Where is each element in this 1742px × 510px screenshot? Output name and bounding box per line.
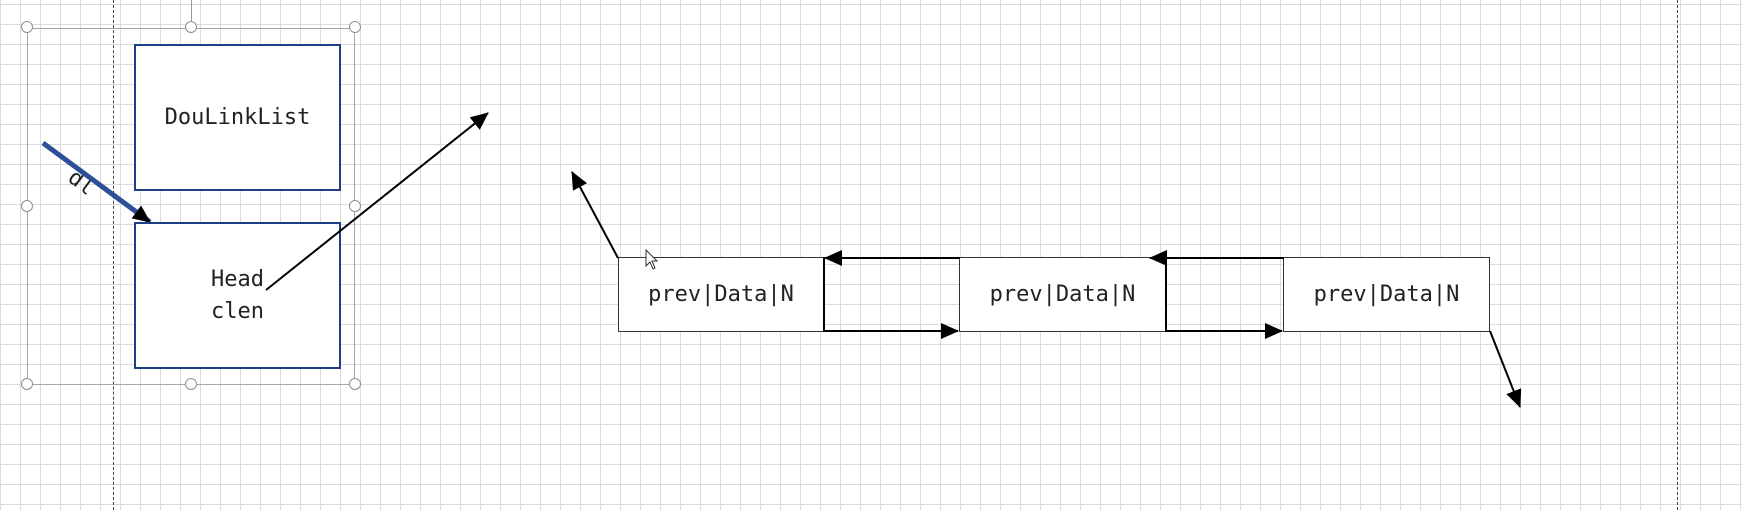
head-box[interactable]: Head clen xyxy=(134,222,341,369)
list-node-3[interactable]: prev|Data|N xyxy=(1283,257,1490,332)
page-guide-left xyxy=(113,0,114,510)
next-null-arrow[interactable] xyxy=(1489,330,1522,408)
resize-handle[interactable] xyxy=(21,200,33,212)
list-node-2[interactable]: prev|Data|N xyxy=(959,257,1166,332)
prev-link-arrow[interactable] xyxy=(1149,250,1284,266)
resize-handle[interactable] xyxy=(349,21,361,33)
head-label: Head xyxy=(211,266,264,292)
list-node-label: prev|Data|N xyxy=(1313,282,1460,307)
resize-handle[interactable] xyxy=(185,378,197,390)
clen-label: clen xyxy=(211,298,264,324)
prev-link-arrow[interactable] xyxy=(824,250,960,266)
resize-handle[interactable] xyxy=(185,21,197,33)
page-guide-right xyxy=(1677,0,1678,510)
next-link-arrow[interactable] xyxy=(823,257,959,339)
resize-handle[interactable] xyxy=(21,378,33,390)
resize-handle[interactable] xyxy=(349,200,361,212)
next-link-arrow[interactable] xyxy=(1165,257,1283,339)
doulinklist-box[interactable]: DouLinkList xyxy=(134,44,341,191)
resize-handle[interactable] xyxy=(21,21,33,33)
list-node-label: prev|Data|N xyxy=(648,282,794,307)
resize-handle[interactable] xyxy=(349,378,361,390)
list-node-label: prev|Data|N xyxy=(989,282,1136,307)
prev-null-arrow[interactable] xyxy=(571,171,619,259)
mouse-pointer-icon xyxy=(645,249,659,270)
doulinklist-title: DouLinkList xyxy=(164,105,311,130)
rotate-handle-stem[interactable] xyxy=(191,0,192,22)
